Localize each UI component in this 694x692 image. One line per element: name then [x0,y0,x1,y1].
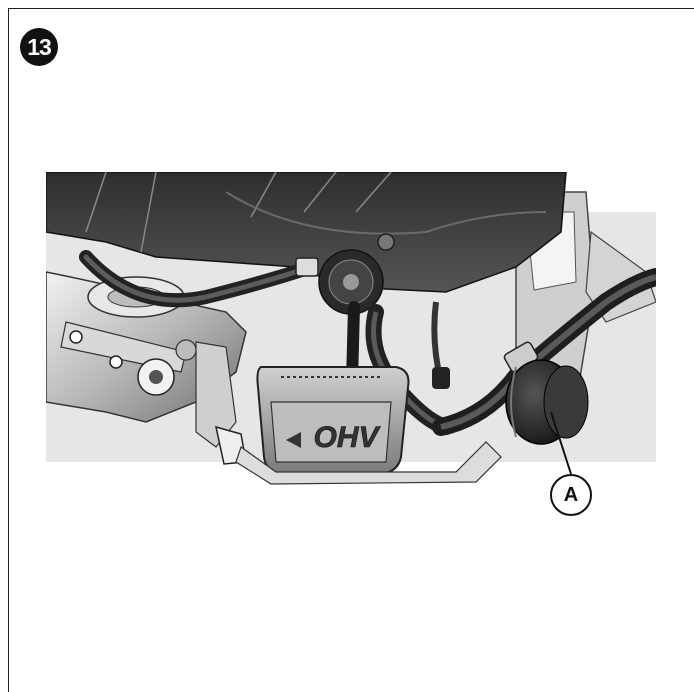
callout-label-a: A [550,474,592,516]
callout-leader [550,411,572,475]
step-number-badge: 13 [20,28,58,66]
cover-text: OHV [313,421,381,454]
page-frame [8,8,694,692]
engine-illustration: OHV [46,172,656,485]
